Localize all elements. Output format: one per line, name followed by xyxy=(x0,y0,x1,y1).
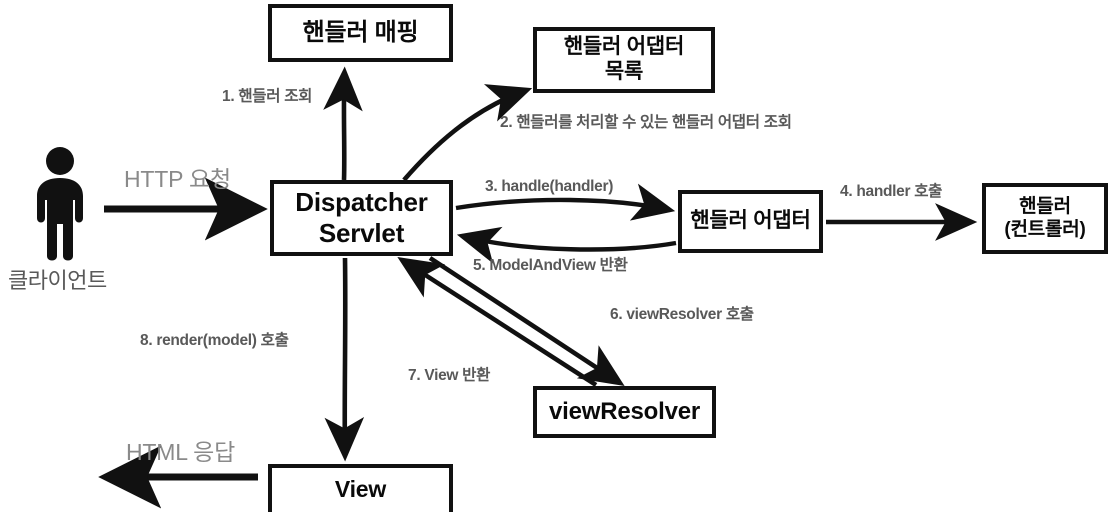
node-handler-adapter-list[interactable]: 핸들러 어댑터 목록 xyxy=(533,27,715,93)
node-handler-adapter-label: 핸들러 어댑터 xyxy=(690,209,811,233)
edge-label-step-5: 5. ModelAndView 반환 xyxy=(473,257,628,274)
edge-label-step-8: 8. render(model) 호출 xyxy=(140,332,289,349)
edge-label-step-7: 7. View 반환 xyxy=(408,367,491,384)
node-handler-adapter-list-label: 핸들러 어댑터 목록 xyxy=(563,35,685,83)
node-view[interactable]: View xyxy=(268,464,453,512)
arrow-step-3 xyxy=(455,183,676,221)
arrow-step-7 xyxy=(397,257,598,387)
node-handler-controller-label: 핸들러 (컨트롤러) xyxy=(1004,196,1086,240)
node-handler-controller[interactable]: 핸들러 (컨트롤러) xyxy=(982,183,1108,254)
edge-label-step-6: 6. viewResolver 호출 xyxy=(610,306,754,323)
node-handler-mapping-label: 핸들러 매핑 xyxy=(302,18,419,46)
node-dispatcher-servlet-label: Dispatcher Servlet xyxy=(295,187,428,248)
arrow-step-5 xyxy=(456,226,677,264)
arrow-step-8 xyxy=(324,257,365,462)
edge-label-step-3: 3. handle(handler) xyxy=(485,178,614,195)
node-handler-adapter[interactable]: 핸들러 어댑터 xyxy=(678,190,823,253)
person-icon xyxy=(37,147,83,261)
arrow-step-1 xyxy=(323,66,363,181)
arrow-step-6 xyxy=(428,256,625,387)
http-response-label: HTML 응답 xyxy=(126,439,236,465)
edge-label-step-1: 1. 핸들러 조회 xyxy=(222,88,313,105)
node-view-resolver[interactable]: viewResolver xyxy=(533,386,716,438)
node-handler-mapping[interactable]: 핸들러 매핑 xyxy=(268,4,453,62)
node-view-label: View xyxy=(334,476,387,503)
actor-label: 클라이언트 xyxy=(8,268,107,293)
edge-label-step-2: 2. 핸들러를 처리할 수 있는 핸들러 어댑터 조회 xyxy=(500,114,792,131)
edge-label-step-4: 4. handler 호출 xyxy=(840,183,943,200)
node-dispatcher-servlet[interactable]: Dispatcher Servlet xyxy=(270,180,453,256)
node-view-resolver-label: viewResolver xyxy=(548,397,701,425)
http-request-label: HTTP 요청 xyxy=(124,166,231,192)
arrow-step-2 xyxy=(402,84,533,182)
